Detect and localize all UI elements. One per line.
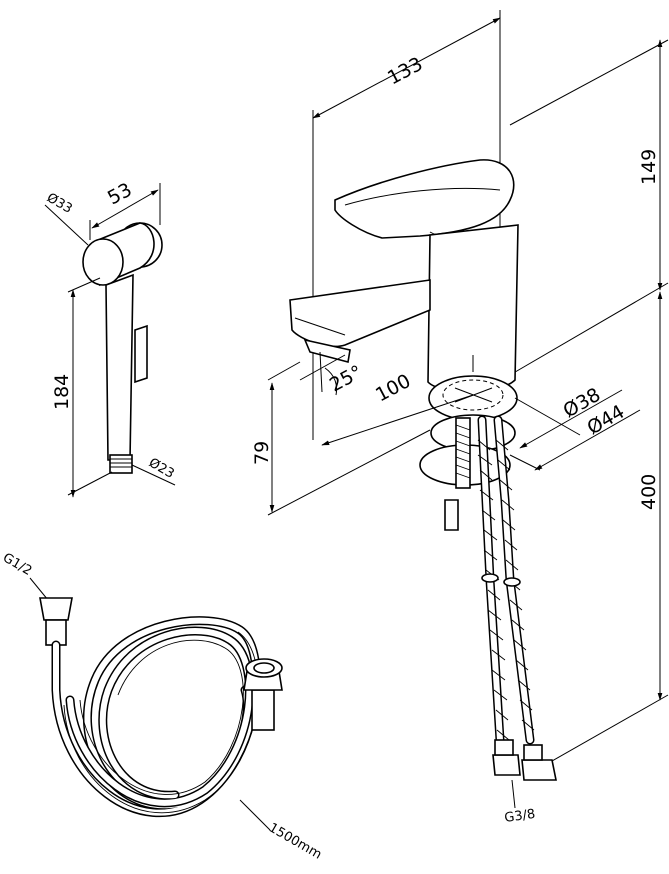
hose-nut-right (521, 759, 557, 781)
hose-coil (51, 616, 261, 818)
label-g12: G1/2 (0, 550, 34, 578)
dimension-400: 400 (509, 282, 669, 766)
label-shower-53: 53 (104, 179, 136, 210)
faucet-base (428, 375, 518, 421)
label-1500mm: 1500mm (266, 820, 324, 862)
hand-shower: Ø33 53 184 Ø23 (44, 179, 177, 498)
label-400: 400 (638, 474, 660, 510)
label-79: 79 (251, 441, 273, 465)
faucet: 133 149 400 (251, 10, 669, 826)
hose-nut-left (492, 754, 521, 776)
shower-hose: G1/2 1500mm (0, 550, 324, 862)
label-149: 149 (638, 149, 660, 185)
label-100: 100 (372, 370, 414, 406)
label-g38: G3/8 (503, 807, 536, 826)
label-shower-23: Ø23 (146, 455, 177, 481)
label-133: 133 (384, 53, 426, 89)
dimension-149: 149 (509, 39, 669, 291)
shower-handle (105, 273, 134, 461)
label-25: 25° (326, 361, 366, 396)
hose-connector-top (39, 597, 73, 621)
dimension-79: 79 (251, 361, 431, 516)
label-shower-184: 184 (51, 374, 73, 410)
faucet-spout (289, 279, 431, 348)
faucet-handle (334, 159, 515, 239)
label-shower-33: Ø33 (44, 190, 75, 216)
